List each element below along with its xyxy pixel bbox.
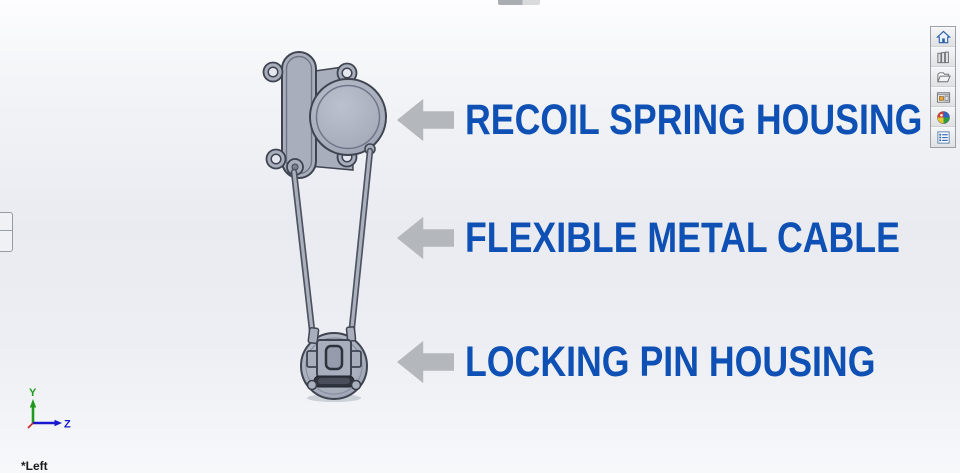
annotation-label: RECOIL SPRING HOUSING: [465, 95, 923, 144]
appearances-icon[interactable]: [931, 107, 955, 127]
panel-tab-divider: [0, 230, 12, 231]
view-palette-icon[interactable]: [931, 87, 955, 107]
annotation-locking-pin-housing: LOCKING PIN HOUSING: [397, 337, 960, 386]
orientation-triad: Y Z: [15, 385, 77, 441]
left-arrow-icon: [397, 98, 454, 142]
locking-pin-housing-part[interactable]: [300, 326, 368, 400]
annotation-label: FLEXIBLE METAL CABLE: [465, 213, 900, 262]
collapsed-panel-tab[interactable]: [0, 212, 13, 252]
y-axis-label: Y: [29, 387, 37, 399]
cad-model: [262, 51, 387, 402]
home-icon[interactable]: [931, 27, 955, 47]
annotation-flexible-metal-cable: FLEXIBLE METAL CABLE: [397, 213, 960, 262]
custom-properties-icon[interactable]: [931, 127, 955, 147]
toolbar-fragment[interactable]: [498, 0, 540, 5]
z-axis-arrow: [54, 419, 62, 427]
recoil-spring-housing-part[interactable]: [262, 51, 387, 179]
file-explorer-icon[interactable]: [931, 67, 955, 87]
y-axis-arrow: [29, 399, 37, 408]
design-library-icon[interactable]: [931, 47, 955, 67]
cad-model-viewport[interactable]: [250, 40, 400, 420]
x-axis-stub: [27, 422, 34, 429]
view-orientation-label: *Left: [21, 459, 48, 473]
task-pane: [930, 26, 956, 148]
annotation-recoil-spring-housing: RECOIL SPRING HOUSING: [397, 95, 960, 144]
left-arrow-icon: [397, 216, 454, 260]
annotation-label: LOCKING PIN HOUSING: [465, 337, 876, 386]
flexible-metal-cable-part[interactable]: [290, 147, 374, 343]
left-arrow-icon: [397, 340, 454, 384]
z-axis-label: Z: [64, 419, 71, 431]
